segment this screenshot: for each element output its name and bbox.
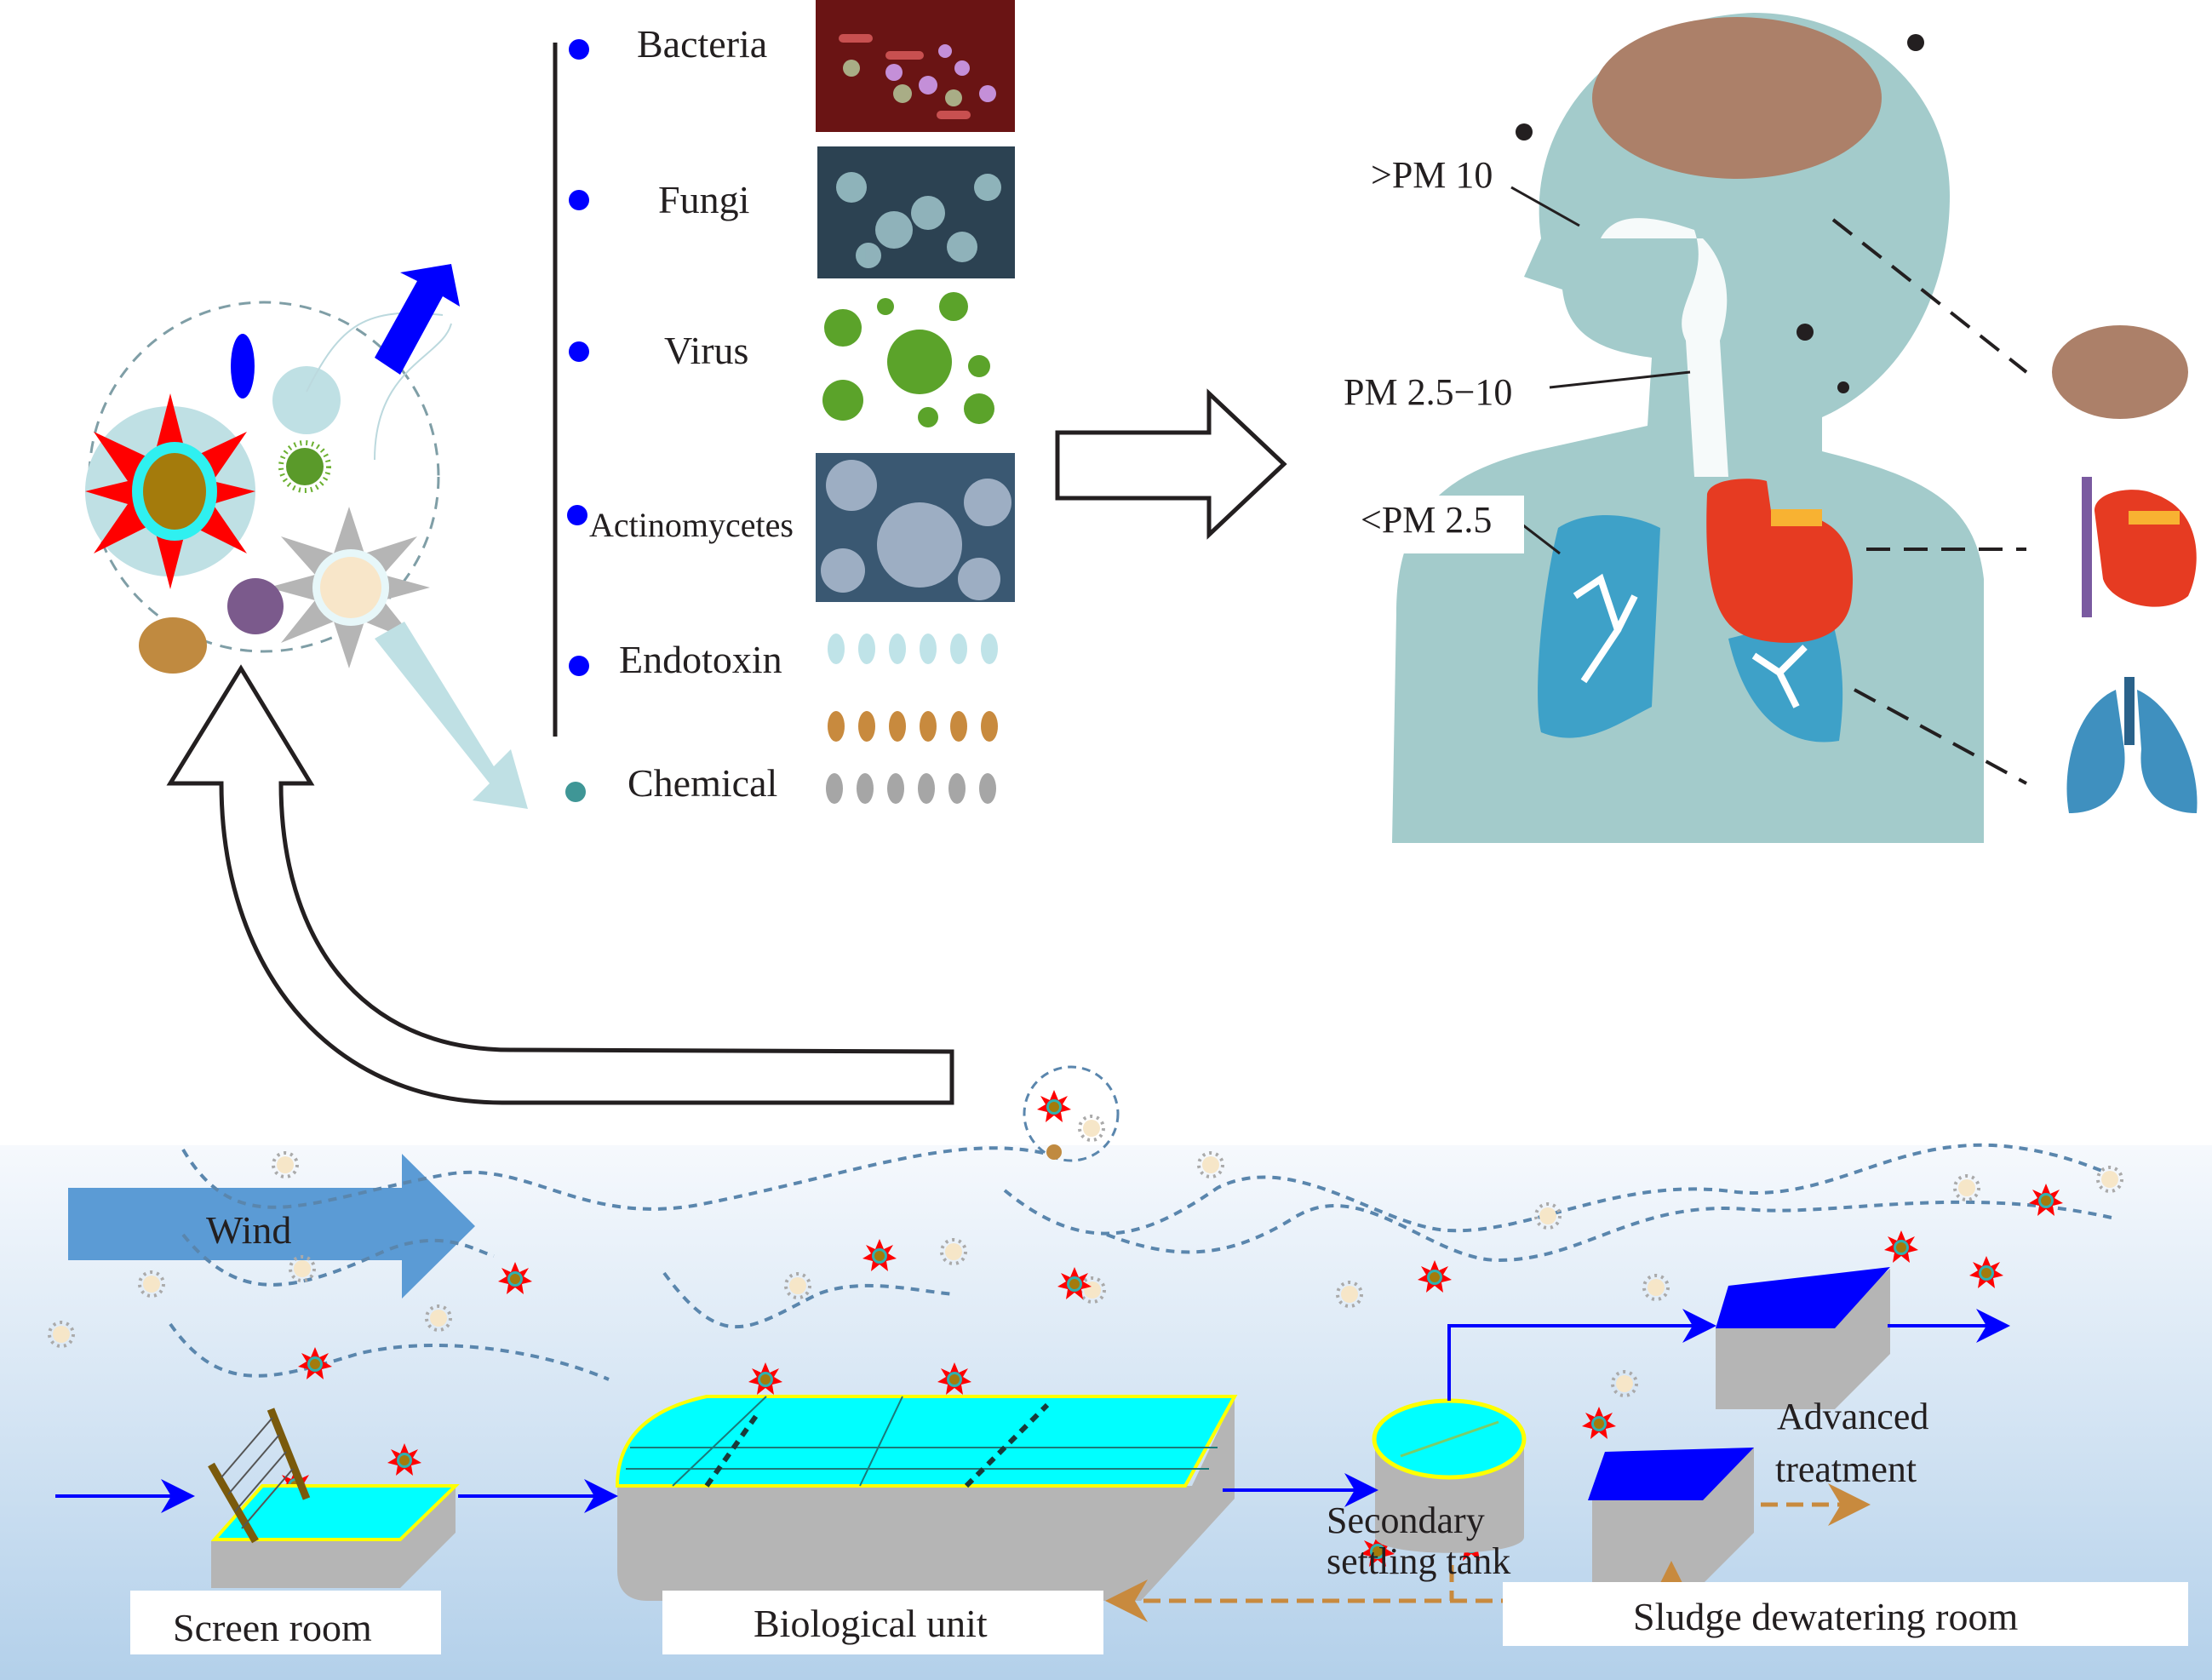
flow-arrows [55, 1309, 2010, 1513]
legend-label-fungi: Fungi [658, 178, 750, 221]
screen-room-label-box [130, 1591, 441, 1654]
pm2-5-label: <PM 2.5 [1361, 499, 1493, 541]
brain [1592, 17, 1882, 179]
biological-unit-label: Biological unit [754, 1602, 988, 1645]
heart-organ-icon [2082, 477, 2197, 617]
sludge-label-box [1503, 1582, 2188, 1646]
pm10-label: >PM 10 [1371, 154, 1493, 196]
dispersion-arrow [375, 264, 460, 375]
advanced-treatment-label-2: treatment [1775, 1448, 1917, 1490]
brain-organ-icon [2052, 325, 2188, 419]
wind-streams [169, 1143, 2121, 1381]
sludge-dewatering-label: Sludge dewatering room [1633, 1595, 2019, 1638]
legend-bullets [565, 39, 589, 802]
emission-arrow [166, 664, 954, 1105]
legend-label-bacteria: Bacteria [637, 22, 768, 66]
virus-image [822, 292, 994, 427]
secondary-settling-label-1: Secondary [1327, 1499, 1485, 1541]
exposure-arrow [1055, 388, 1287, 540]
legend-label-virus: Virus [664, 329, 749, 372]
chemical-arrow [375, 622, 528, 809]
wind-label: Wind [206, 1208, 292, 1252]
pm2-5-10-label: PM 2.5−10 [1344, 371, 1513, 413]
emission-cluster [1023, 1065, 1120, 1162]
legend-label-endotoxin: Endotoxin [619, 638, 782, 681]
chemical-dots [826, 773, 996, 804]
sludge-dewatering-unit [1588, 1448, 1754, 1584]
pm2-5-label-box [1358, 496, 1524, 553]
airborne-particles [1516, 34, 1924, 393]
human-body [1392, 13, 1984, 843]
endotoxin-dots [828, 634, 998, 742]
advanced-treatment-label-1: Advanced [1777, 1396, 1929, 1437]
legend-label-actinomycetes: Actinomycetes [589, 506, 794, 544]
legend-label-chemical: Chemical [627, 761, 778, 805]
biological-unit [615, 1395, 1238, 1601]
screen-room-label: Screen room [173, 1606, 372, 1649]
lungs-organ-icon [2066, 677, 2198, 813]
advanced-treatment-unit [1716, 1267, 1890, 1409]
screen-room-unit [208, 1408, 460, 1588]
secondary-settling-label-2: settling tank [1327, 1540, 1511, 1582]
bioaerosol-cluster [85, 301, 452, 674]
organ-leader-lines [1831, 218, 2028, 785]
biological-unit-label-box [662, 1591, 1103, 1654]
